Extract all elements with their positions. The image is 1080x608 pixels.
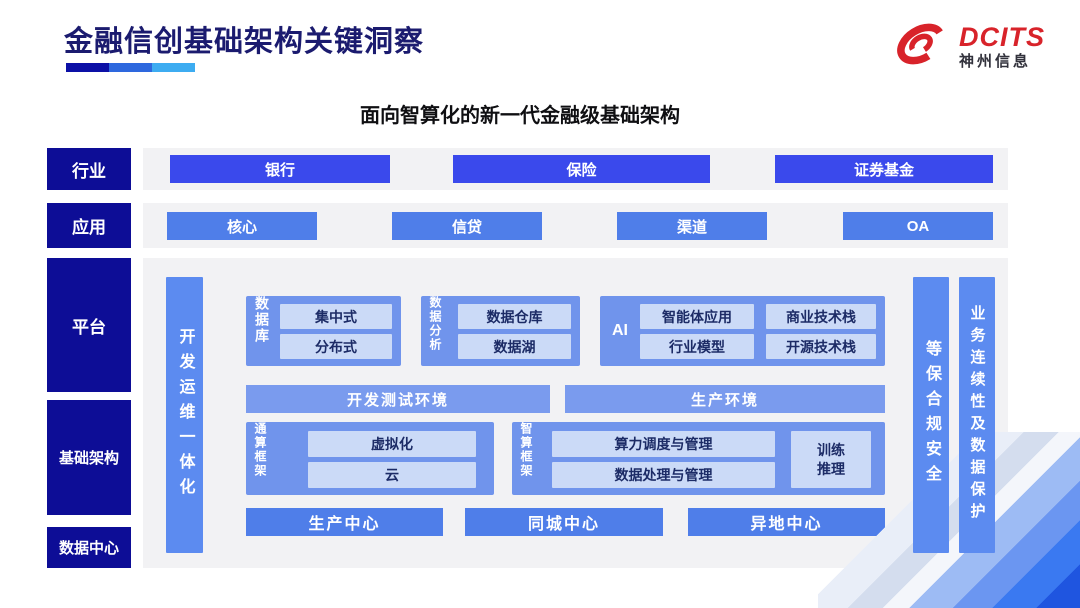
security-compliance-label: 等保合规安全	[923, 340, 940, 490]
dcits-logo: DCITS 神州信息	[891, 16, 1045, 77]
page-title: 金融信创基础架构关键洞察	[64, 26, 425, 58]
general-compute-item-virtualization: 虚拟化	[308, 431, 476, 457]
ai-group-label: AI	[612, 322, 628, 339]
logo-company: 神州信息	[959, 52, 1032, 70]
industry-item-insurance: 保险	[453, 155, 710, 183]
ai-item-industry-models: 行业模型	[640, 334, 754, 359]
analytics-item-warehouse: 数据仓库	[458, 304, 571, 329]
analytics-item-lake: 数据湖	[458, 334, 571, 359]
logo-brand: DCITS	[959, 22, 1045, 53]
ai-item-commercial-stack: 商业技术栈	[766, 304, 876, 329]
diagram-subtitle: 面向智算化的新一代金融级基础架构	[360, 105, 680, 127]
layer-label-application: 应用	[47, 203, 131, 248]
devops-integration-label: 开发运维一体化	[176, 327, 194, 503]
devops-integration-bar: 开发运维一体化	[166, 277, 203, 553]
industry-item-securities-funds: 证券基金	[775, 155, 993, 183]
security-compliance-bar: 等保合规安全	[913, 277, 949, 553]
industry-item-bank: 银行	[170, 155, 390, 183]
dev-test-environment-bar: 开发测试环境	[246, 385, 550, 413]
general-compute-label: 通算框架	[253, 422, 267, 478]
application-item-oa: OA	[843, 212, 993, 240]
layer-label-infrastructure: 基础架构	[47, 400, 131, 515]
ai-item-open-source-stack: 开源技术栈	[766, 334, 876, 359]
business-continuity-bar: 业务连续性及数据保护	[959, 277, 995, 553]
underline-segment-light	[152, 63, 195, 72]
dcits-swirl-icon	[891, 16, 951, 77]
center-same-city: 同城中心	[465, 508, 663, 536]
application-item-core: 核心	[167, 212, 317, 240]
general-compute-item-cloud: 云	[308, 462, 476, 488]
application-item-credit: 信贷	[392, 212, 542, 240]
general-compute-group: 通算框架 虚拟化 云	[246, 422, 494, 495]
business-continuity-label: 业务连续性及数据保护	[968, 305, 986, 525]
layer-label-industry: 行业	[47, 148, 131, 190]
ai-compute-item-scheduling: 算力调度与管理	[552, 431, 775, 457]
logo-text: DCITS 神州信息	[959, 23, 1045, 69]
production-environment-bar: 生产环境	[565, 385, 885, 413]
underline-segment-mid	[109, 63, 152, 72]
application-item-channel: 渠道	[617, 212, 767, 240]
analytics-group-label: 数据分析	[428, 296, 442, 352]
ai-compute-item-data-processing: 数据处理与管理	[552, 462, 775, 488]
database-item-centralized: 集中式	[280, 304, 392, 329]
analytics-group: 数据分析 数据仓库 数据湖	[421, 296, 580, 366]
database-group-label: 数据库	[254, 296, 270, 344]
underline-segment-dark	[66, 63, 109, 72]
ai-group: AI 智能体应用 商业技术栈 行业模型 开源技术栈	[600, 296, 885, 366]
ai-item-agent-apps: 智能体应用	[640, 304, 754, 329]
layer-label-datacenter: 数据中心	[47, 527, 131, 568]
ai-compute-label: 智算框架	[519, 422, 533, 478]
database-group: 数据库 集中式 分布式	[246, 296, 401, 366]
database-item-distributed: 分布式	[280, 334, 392, 359]
layer-label-platform: 平台	[47, 258, 131, 392]
corner-diagonal-decoration	[818, 432, 1080, 608]
center-production: 生产中心	[246, 508, 443, 536]
title-underline	[66, 63, 195, 72]
